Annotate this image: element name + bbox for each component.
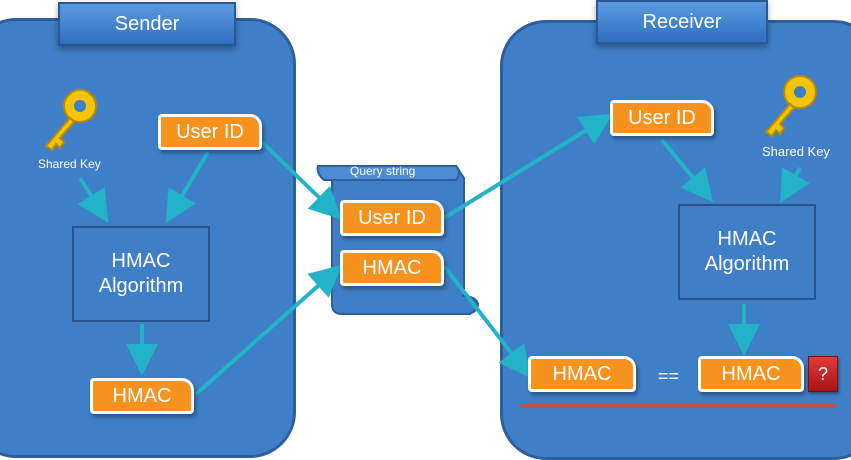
question-mark-icon: ?	[808, 356, 838, 392]
arrow-receiver-userid-to-algo	[660, 138, 714, 203]
arrow-key-to-algo	[77, 176, 109, 223]
arrow-receiver-key-to-algo	[780, 167, 810, 203]
receiver-hmac-algorithm-box: HMAC Algorithm	[678, 204, 816, 300]
arrow-query-hmac-to-receiver-hmac	[442, 264, 531, 379]
arrow-userid-to-query	[260, 140, 342, 220]
receiver-received-hmac-tag: HMAC	[528, 356, 636, 392]
query-string-label: Query string	[350, 164, 416, 178]
receiver-title-text: Receiver	[642, 10, 722, 33]
sender-title: Sender	[58, 2, 236, 46]
key-icon	[44, 89, 97, 152]
receiver-algorithm-line1: HMAC	[717, 228, 777, 250]
receiver-shared-key-label: Shared Key	[762, 144, 830, 159]
sender-user-id-tag: User ID	[158, 114, 262, 150]
sender-title-text: Sender	[114, 12, 180, 35]
arrow-hmac-to-query	[194, 264, 342, 396]
arrow-query-to-receiver-userid	[442, 113, 613, 220]
receiver-algorithm-line2: Algorithm	[704, 253, 790, 275]
receiver-title: Receiver	[596, 0, 768, 44]
sender-algorithm-line1: HMAC	[111, 250, 171, 272]
equals-sign: ==	[658, 366, 680, 386]
query-user-id-tag: User ID	[340, 200, 444, 236]
receiver-computed-hmac-tag: HMAC	[698, 356, 804, 392]
arrow-userid-to-algo	[165, 150, 210, 223]
sender-shared-key-label: Shared Key	[38, 157, 101, 171]
query-hmac-tag: HMAC	[340, 250, 444, 286]
sender-hmac-algorithm-box: HMAC Algorithm	[72, 226, 210, 322]
sender-hmac-tag: HMAC	[90, 378, 194, 414]
key-icon	[764, 75, 817, 138]
sender-algorithm-line2: Algorithm	[98, 275, 184, 297]
receiver-user-id-tag: User ID	[610, 100, 714, 136]
query-scroll	[316, 165, 480, 315]
